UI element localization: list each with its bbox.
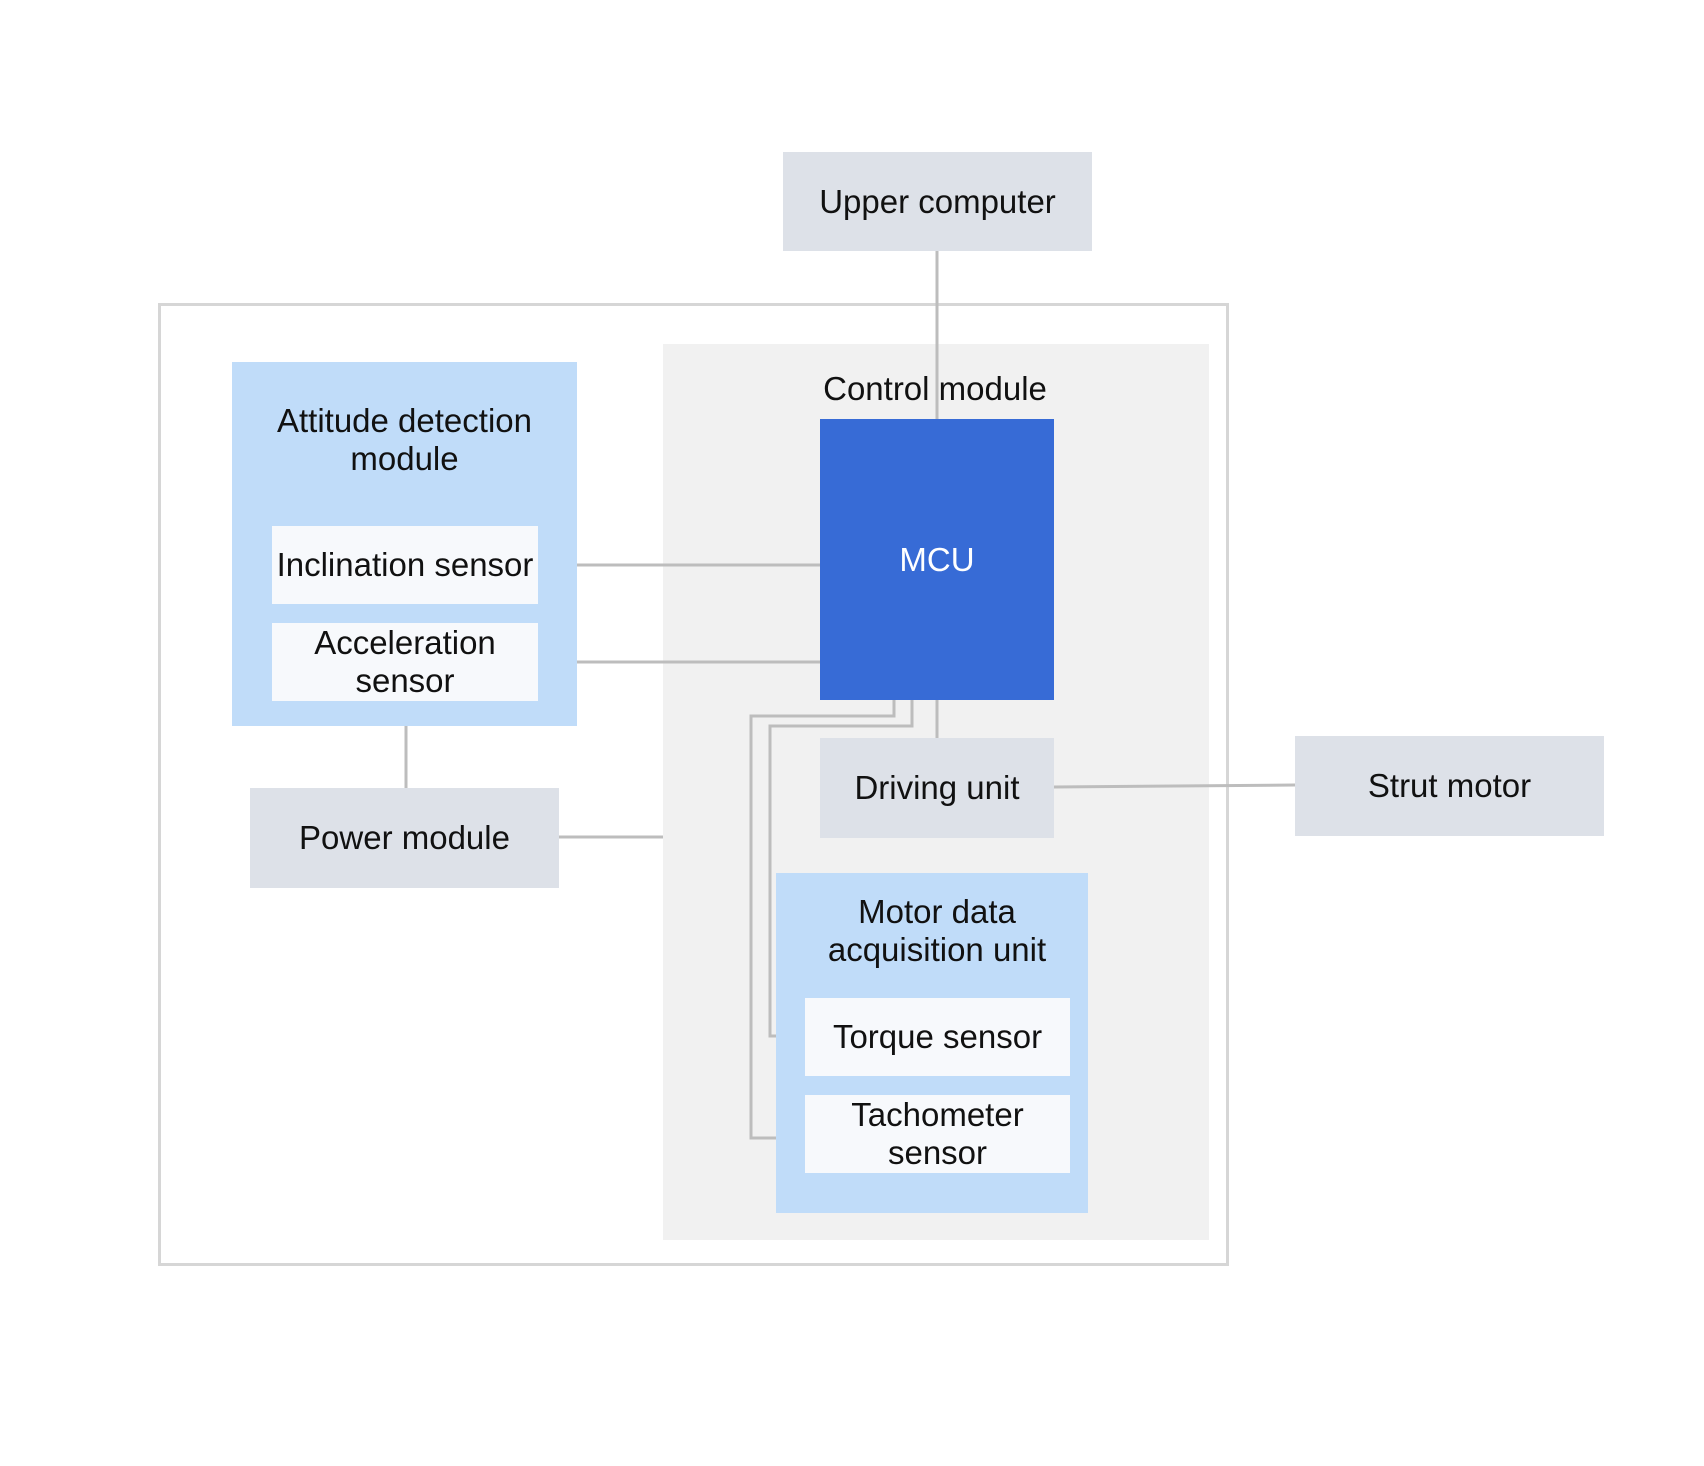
torque-sensor-box: Torque sensor (805, 998, 1070, 1076)
tachometer-sensor-box: Tachometer sensor (805, 1095, 1070, 1173)
control-module-label: Control module (823, 370, 1047, 407)
power-module-label: Power module (299, 819, 510, 856)
acceleration-sensor-label: Acceleration sensor (314, 624, 496, 699)
upper-computer-label: Upper computer (819, 182, 1056, 220)
strut-motor-box: Strut motor (1295, 736, 1604, 836)
power-module-box: Power module (250, 788, 559, 888)
tachometer-sensor-label: Tachometer sensor (851, 1096, 1024, 1171)
motor-data-acquisition-unit-label: Motor data acquisition unit (827, 893, 1047, 968)
mcu-box: MCU (820, 419, 1054, 700)
mcu-label: MCU (899, 540, 975, 578)
inclination-sensor-box: Inclination sensor (272, 526, 538, 604)
driving-unit-label: Driving unit (854, 769, 1020, 806)
strut-motor-label: Strut motor (1367, 767, 1532, 804)
inclination-sensor-label: Inclination sensor (276, 546, 534, 583)
attitude-detection-module-label: Attitude detection module (276, 402, 532, 477)
torque-sensor-label: Torque sensor (832, 1018, 1043, 1055)
upper-computer-box: Upper computer (783, 152, 1092, 251)
driving-unit-box: Driving unit (820, 738, 1054, 838)
acceleration-sensor-box: Acceleration sensor (272, 623, 538, 701)
